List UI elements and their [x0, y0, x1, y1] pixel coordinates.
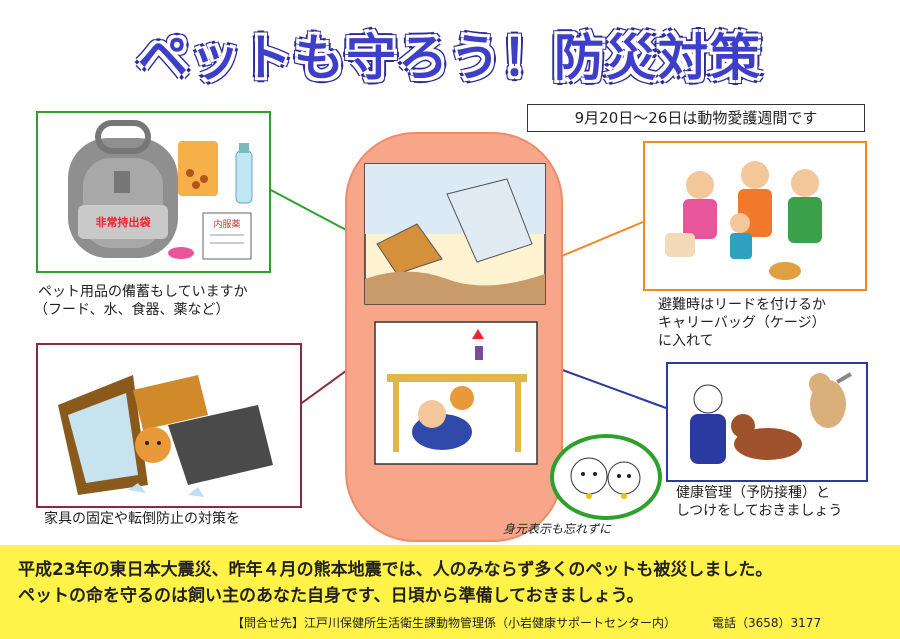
- carrier-icon: [665, 233, 695, 257]
- dog-icon: [135, 427, 171, 463]
- health-caption-1: 健康管理（予防接種）と: [676, 485, 830, 501]
- page-title: ペットも守ろう！防災対策: [138, 29, 762, 87]
- syringe-icon: [836, 372, 852, 384]
- evacuation-caption-1: 避難時はリードを付けるか: [658, 297, 826, 313]
- dog-on-lead-icon: [769, 262, 801, 280]
- table-icon: [387, 374, 527, 382]
- brown-dog-icon: [734, 428, 802, 460]
- furniture-illustration: [58, 375, 273, 497]
- pet-icon: [450, 386, 474, 410]
- cat-face-icon: [607, 461, 641, 495]
- collapsed-house-icon: [376, 223, 443, 275]
- furniture-panel: [36, 343, 302, 508]
- falling-box-icon: [133, 375, 208, 430]
- health-illustration: [690, 372, 852, 464]
- contact-info: 【問合せ先】江戸川保健所生活衛生課動物管理係（小岩健康サポートセンター内）: [232, 616, 677, 630]
- walker-icon: [788, 197, 822, 243]
- health-panel: [666, 362, 868, 482]
- water-bottle-icon: [235, 150, 253, 204]
- medicine-note-icon: [202, 212, 252, 260]
- footer-message-2: ペットの命を守るのは飼い主のあなた自身です、日頃から準備しておきましょう。: [18, 586, 644, 606]
- health-caption-2: しつけをしておきましょう: [676, 503, 843, 519]
- footer-message-1: 平成23年の東日本大震災、昨年４月の熊本地震では、人のみならず多くのペットも被災…: [18, 560, 773, 580]
- connector-evacuation: [556, 221, 644, 259]
- pet-dish-icon: [168, 247, 194, 259]
- supplies-caption-2: （フード、水、食器、薬など）: [34, 302, 230, 318]
- supplies-illustration: 非常持出袋 内服薬: [68, 120, 253, 260]
- flower-vase-icon: [472, 329, 484, 339]
- fallen-furniture-icon: [168, 405, 273, 485]
- evacuation-illustration: [665, 161, 822, 280]
- connector-health: [556, 367, 667, 409]
- medicine-label: 内服薬: [213, 218, 240, 230]
- evacuation-caption-3: に入れて: [658, 333, 714, 349]
- owner-icon: [690, 414, 726, 464]
- evacuation-caption-2: キャリーバッグ（ケージ）: [658, 315, 826, 331]
- bag-label: 非常持出袋: [96, 215, 152, 229]
- center-capsule: [345, 132, 563, 542]
- phone-number: 電話（3658）3177: [712, 616, 822, 630]
- id-tag-illustration: [570, 457, 641, 499]
- pet-food-icon: [178, 141, 218, 196]
- furniture-caption: 家具の固定や転倒防止の対策を: [44, 511, 240, 527]
- dog-face-icon: [570, 457, 608, 495]
- collapsed-building-icon: [446, 178, 533, 263]
- center-illustration: [364, 163, 546, 465]
- footer-banner: 平成23年の東日本大震災、昨年４月の熊本地震では、人のみならず多くのペットも被災…: [0, 545, 900, 639]
- evacuation-panel: [643, 141, 867, 291]
- id-tag-circle: [550, 434, 662, 520]
- child-icon: [683, 199, 717, 239]
- supplies-caption-1: ペット用品の備蓄もしていますか: [38, 284, 248, 300]
- id-tag-caption: 身元表示も忘れずに: [503, 522, 612, 536]
- connector-furniture: [298, 367, 351, 406]
- supplies-panel: 非常持出袋 内服薬: [36, 111, 271, 273]
- connector-supplies: [266, 187, 351, 233]
- week-notice: 9月20日～26日は動物愛護週間です: [527, 104, 865, 132]
